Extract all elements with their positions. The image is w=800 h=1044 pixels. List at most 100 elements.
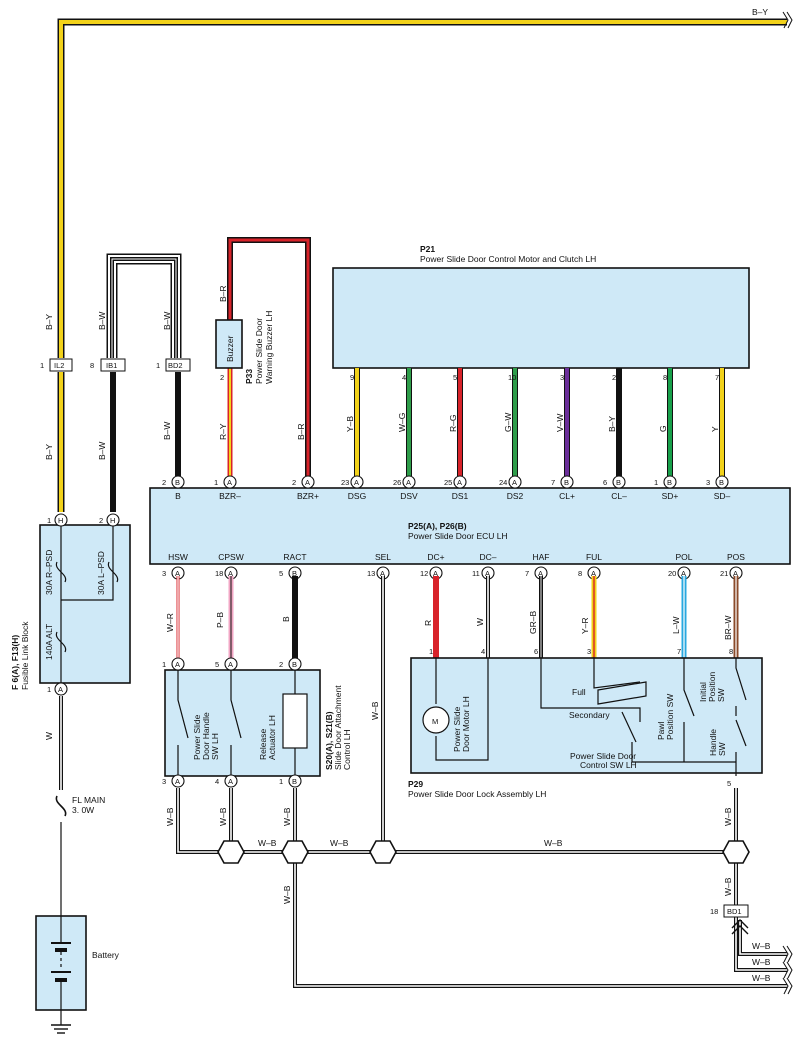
by-label-lower: B–Y — [44, 444, 54, 460]
handle-sw-2: Door Handle — [201, 712, 211, 760]
ecu-top-label-2: BZR+ — [297, 491, 319, 501]
battery-symbol — [51, 916, 71, 1034]
bw-label-1: B–W — [97, 312, 107, 330]
ecu-bot-pin-0-letter: A — [175, 569, 180, 578]
ract-wire: B — [281, 616, 291, 622]
lock-internal — [422, 658, 747, 776]
fusible-internal — [55, 525, 119, 690]
ecu-top-pin-9-circle — [663, 475, 677, 489]
ecu-top-pin-0-circle — [171, 475, 185, 489]
bw-label-4: B–W — [162, 422, 172, 440]
connector-bd1: BD1 18 — [710, 904, 749, 935]
att-bot-pin-2-letter: B — [292, 777, 297, 786]
att-top-pin-1-letter: A — [228, 660, 233, 669]
wb-break-marks — [782, 945, 793, 995]
attachment-code: S20(A), S21(B) — [324, 711, 334, 770]
p21-wire-label-1: W–G — [397, 413, 407, 432]
ib1-pin: 8 — [90, 361, 94, 370]
p21-pin-1: 4 — [402, 373, 406, 382]
connector-ib1: IB1 8 — [90, 358, 126, 372]
att-top-pin-0-letter: A — [175, 660, 180, 669]
bw-label-3: B–W — [97, 442, 107, 460]
lock-full: Full — [572, 687, 586, 697]
p21-wire-label-3: G–W — [503, 413, 513, 432]
ecu-bot-label-0: HSW — [168, 552, 188, 562]
p21-wire-label-6: G — [658, 425, 668, 432]
ecu-top-label-10: SD– — [714, 491, 731, 501]
ecu-top-pin-4-number: 26 — [393, 478, 401, 487]
ecu-top-label-3: DSG — [348, 491, 366, 501]
init-3: SW — [716, 688, 726, 702]
fusible-pin-a-num: 1 — [47, 685, 51, 694]
handle-sw-3: SW LH — [210, 733, 220, 760]
att-top-pin-0-circle — [171, 657, 185, 671]
ecu-bot-pin-7-letter: A — [591, 569, 596, 578]
p21-wire-label-4: V–W — [555, 414, 565, 432]
wb-label-hsw: W–B — [165, 807, 175, 826]
ecu-top-pin-7-circle — [560, 475, 574, 489]
ecu-bot-pin-6-letter: A — [538, 569, 543, 578]
ecu-box — [149, 487, 791, 565]
ecu-bot-pin-3-letter: A — [380, 569, 385, 578]
ecu-bot-pin-4-letter: A — [433, 569, 438, 578]
ecu-top-pin-5-circle — [453, 475, 467, 489]
ecu-bot-label-5: DC– — [479, 552, 496, 562]
init-1: Initial — [698, 682, 708, 702]
ecu-top-pin-10-circle — [715, 475, 729, 489]
wb-label-3: W–B — [544, 838, 563, 848]
w-label: W — [44, 732, 54, 740]
fusible-pin-h2 — [106, 513, 120, 527]
ecu-top-pin-7-number: 7 — [551, 478, 555, 487]
lock-wires — [433, 576, 739, 658]
ib1-id: IB1 — [106, 361, 117, 370]
attachment-name-1: Slide Door Attachment — [333, 685, 343, 770]
ecu-top-pin-8-circle — [612, 475, 626, 489]
ecu-top-pin-3-letter: A — [354, 478, 359, 487]
bw-label-2: B–W — [162, 312, 172, 330]
attachment-name-2: Control LH — [342, 729, 352, 770]
handle-sw-b: SW — [717, 742, 727, 756]
ecu-top-pin-9-letter: B — [667, 478, 672, 487]
ecu-top-pin-5-letter: A — [457, 478, 462, 487]
attachment-internal — [177, 670, 308, 776]
buzzer-name-1: Power Slide Door — [254, 318, 264, 384]
p21-wire-label-2: R–G — [448, 415, 458, 432]
wb-label-sel: W–B — [370, 701, 380, 720]
ecu-top-label-4: DSV — [400, 491, 418, 501]
fusible-link-block — [39, 524, 131, 684]
ecu-name: Power Slide Door ECU LH — [408, 531, 508, 541]
ecu-bot-label-9: POS — [727, 552, 745, 562]
ecu-top-label-8: CL– — [611, 491, 627, 501]
ecu-bot-pin-6-number: 7 — [525, 569, 529, 578]
ecu-top-pin-3-number: 23 — [341, 478, 349, 487]
fl-main-2: 3. 0W — [72, 805, 94, 815]
dcm-wire: W — [475, 618, 485, 626]
lock-code: P29 — [408, 779, 423, 789]
lock-pin-2: 6 — [534, 647, 538, 656]
lock-pin-1: 4 — [481, 647, 485, 656]
ecu-top-pin-7-letter: B — [564, 478, 569, 487]
fusible-code: F 6(A), F13(H) — [10, 635, 20, 690]
by-label-upper: B–Y — [44, 314, 54, 330]
ecu-top-pin-6-number: 24 — [499, 478, 507, 487]
ecu-bot-pin-8-letter: A — [681, 569, 686, 578]
att-top-pin-2-letter: B — [292, 660, 297, 669]
ecu-top-terminals: B2BA1BZR–A2BZR+A23DSGA26DSVA25DS1A24DS2B… — [162, 475, 731, 501]
ecu-bottom-terminals: HSWA3CPSWA18RACTB5SELA13DC+A12DC–A11HAFA… — [162, 552, 745, 580]
ecu-bot-pin-0-number: 3 — [162, 569, 166, 578]
buzzer-wire-right: B–R — [296, 423, 306, 440]
p21-wire-label-5: B–Y — [607, 416, 617, 432]
p21-pin-5: 2 — [612, 373, 616, 382]
bd1-id: BD1 — [727, 907, 742, 916]
att-top-pin-2-circle — [288, 657, 302, 671]
ecu-top-pin-4-letter: A — [406, 478, 411, 487]
junction-nodes — [217, 840, 750, 864]
wb-label-ract-2: W–B — [282, 885, 292, 904]
pos-wire: BR–W — [723, 615, 733, 640]
lock-bottom-pin: 5 — [727, 779, 731, 788]
ecu-bot-label-6: HAF — [533, 552, 550, 562]
